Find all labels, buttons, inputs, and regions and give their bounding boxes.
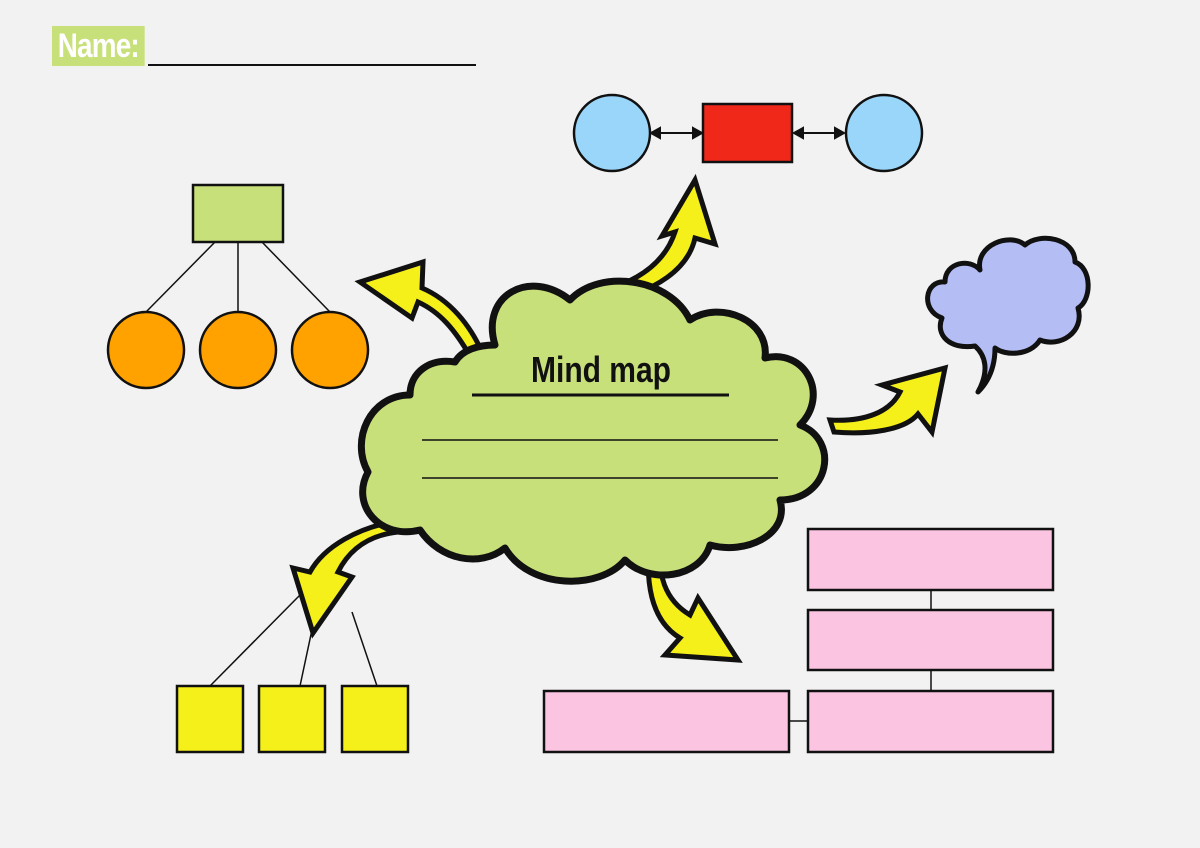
bottom-left-yellow-box[interactable] (340, 684, 410, 754)
pink-box[interactable] (806, 689, 1055, 754)
pink-box[interactable] (806, 527, 1055, 592)
arrow-to-bottom-left-tree (289, 519, 403, 639)
left-tree-child-circle[interactable] (198, 310, 278, 390)
name-label: Name: (52, 26, 145, 66)
arrow-to-speech-bubble (826, 364, 949, 438)
double-arrow-left (648, 126, 705, 140)
central-cloud[interactable] (357, 277, 829, 585)
bottom-left-tree (175, 594, 410, 754)
top-left-circle[interactable] (572, 93, 652, 173)
pink-box[interactable] (806, 608, 1055, 672)
left-tree (106, 183, 370, 390)
top-chain (572, 93, 924, 173)
top-red-box[interactable] (701, 102, 794, 164)
name-input-line[interactable] (148, 64, 476, 66)
arrow-to-left-tree (354, 258, 486, 360)
bottom-left-yellow-box[interactable] (257, 684, 327, 754)
left-tree-child-circle[interactable] (106, 310, 186, 390)
bottom-left-yellow-box[interactable] (175, 684, 245, 754)
bottom-right-tree (542, 527, 1055, 754)
pink-box[interactable] (542, 689, 791, 754)
central-title: Mind map (531, 349, 671, 390)
branch-arrows (289, 173, 949, 663)
left-tree-parent-box[interactable] (191, 183, 285, 244)
left-tree-child-circle[interactable] (290, 310, 370, 390)
speech-bubble[interactable] (925, 235, 1091, 395)
double-arrow-right (791, 126, 847, 140)
top-right-circle[interactable] (844, 93, 924, 173)
